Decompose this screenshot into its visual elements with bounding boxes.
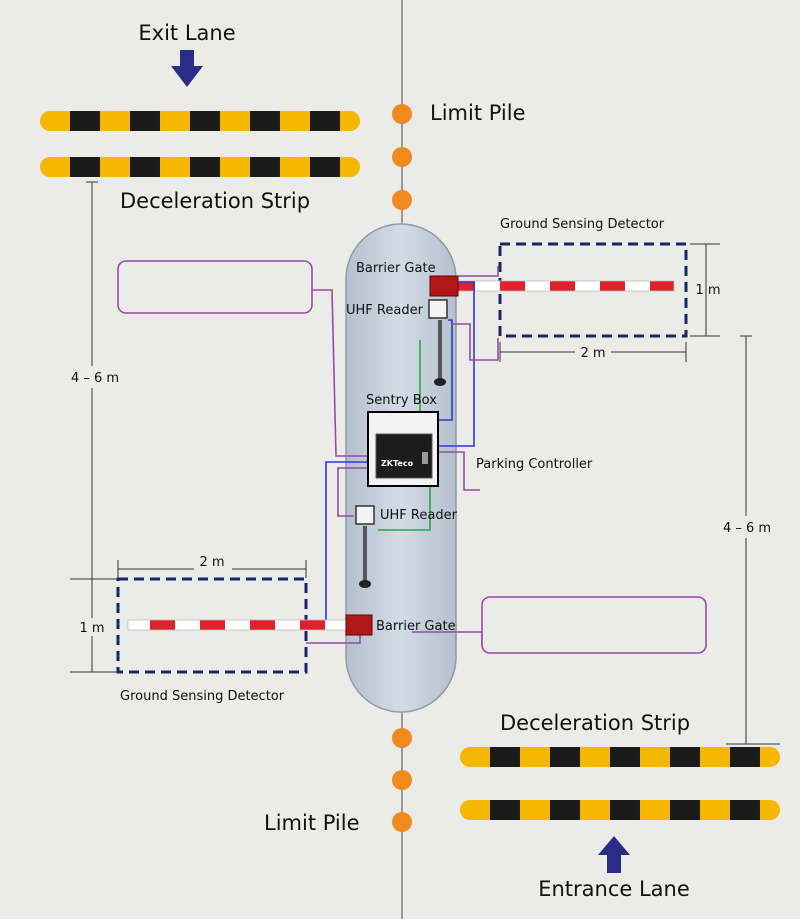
left-callout-box	[117, 260, 313, 314]
top-detector-depth-label: 1 m	[695, 283, 720, 298]
right-distance-dimension	[726, 335, 780, 745]
entrance-lane-label: Entrance Lane	[538, 877, 690, 901]
bottom-ground-sensing-detector	[116, 577, 308, 674]
top-reader-post-icon	[434, 320, 446, 386]
limit-pile-bottom-label: Limit Pile	[264, 811, 360, 835]
top-detector-depth-dimension	[690, 243, 720, 337]
exit-lane-label: Exit Lane	[138, 21, 235, 45]
controller-knob-icon	[422, 452, 428, 464]
limit-pile-bottom-1	[392, 728, 412, 748]
bottom-reader-post-icon	[359, 526, 371, 588]
limit-pile-bottom-3	[392, 812, 412, 832]
entrance-deceleration-strip-2	[460, 800, 780, 820]
parking-controller-label: Parking Controller	[476, 457, 593, 472]
entrance-deceleration-strip-1	[460, 747, 780, 767]
exit-deceleration-strip-1	[40, 111, 360, 131]
controller-brand-logo: ZKTeco	[381, 459, 414, 468]
bottom-detector-label: Ground Sensing Detector	[120, 689, 285, 704]
right-distance-label: 4 – 6 m	[723, 521, 771, 536]
limit-pile-top-3	[392, 190, 412, 210]
limit-pile-bottom-2	[392, 770, 412, 790]
top-barrier-boom	[455, 280, 675, 292]
bottom-detector-width-label: 2 m	[199, 555, 224, 570]
limit-pile-top-2	[392, 147, 412, 167]
bottom-uhf-reader-label: UHF Reader	[380, 508, 458, 523]
exit-deceleration-strip-2	[40, 157, 360, 177]
bottom-barrier-gate	[345, 614, 373, 636]
exit-arrow-icon	[171, 50, 203, 87]
entrance-arrow-icon	[598, 836, 630, 873]
exit-deceleration-strip-label: Deceleration Strip	[120, 189, 310, 213]
bottom-detector-depth-label: 1 m	[79, 621, 104, 636]
top-uhf-reader-label: UHF Reader	[346, 303, 424, 318]
sentry-box-label: Sentry Box	[366, 393, 437, 408]
top-detector-width-label: 2 m	[580, 346, 605, 361]
top-detector-label: Ground Sensing Detector	[500, 217, 665, 232]
limit-pile-top-label: Limit Pile	[430, 101, 526, 125]
top-barrier-gate	[429, 275, 459, 297]
entrance-deceleration-strip-label: Deceleration Strip	[500, 711, 690, 735]
right-callout-box	[481, 596, 707, 654]
left-distance-dimension	[70, 181, 118, 673]
top-barrier-gate-label: Barrier Gate	[356, 261, 436, 276]
bottom-uhf-reader-icon	[355, 505, 375, 525]
limit-pile-top-1	[392, 104, 412, 124]
top-uhf-reader-icon	[428, 299, 448, 319]
bottom-barrier-boom	[127, 619, 349, 631]
left-distance-label: 4 – 6 m	[71, 371, 119, 386]
bottom-barrier-gate-label: Barrier Gate	[376, 619, 456, 634]
top-ground-sensing-detector	[498, 242, 688, 338]
